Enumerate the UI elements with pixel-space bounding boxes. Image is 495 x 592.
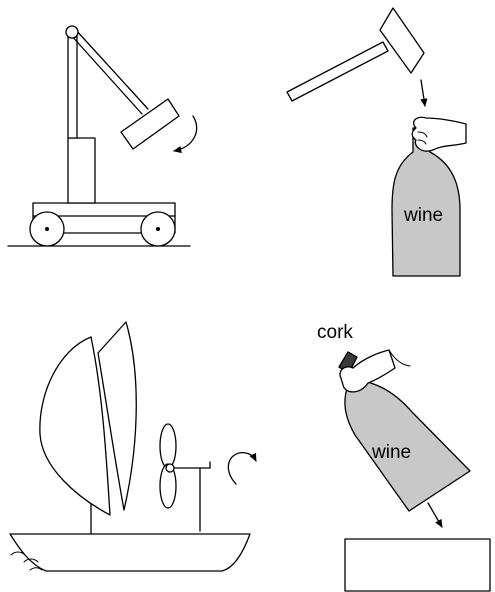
crane-boom-right-edge [74,28,149,110]
boat-hull [9,533,251,572]
propeller-blade-top [159,423,177,469]
propeller-hub [165,463,175,473]
hammer-panel: wine [286,7,467,277]
hand-sleeve [388,349,411,367]
right-wheel-hub [156,227,160,231]
downward-arrow [427,502,443,528]
crane-boom-left-edge [69,33,143,115]
hammer-head [379,7,425,74]
sailboat-panel [9,321,257,572]
left-wheel-hub [45,227,49,231]
receiving-box [344,538,491,592]
hand [411,116,467,152]
hand-fingers [417,131,428,145]
crane-block [120,98,180,150]
cork-text: cork [317,322,353,343]
crane-mast [67,31,78,139]
wine-label: wine [403,205,443,226]
main-sail [39,336,111,516]
crane-pulley [65,25,79,39]
wine-bottle [391,127,461,277]
downward-arrow [420,79,428,107]
propeller-rotation-arrow [227,452,257,485]
hammer-handle [286,41,389,102]
hand [339,349,396,393]
tilted-wine-label: wine [371,442,411,463]
water-waves [10,551,43,571]
crane-base-column [67,137,96,204]
cork-panel: cork wine [317,322,491,592]
rotation-arrow [173,115,198,154]
fore-sail [97,321,137,511]
crane-panel [7,25,198,247]
